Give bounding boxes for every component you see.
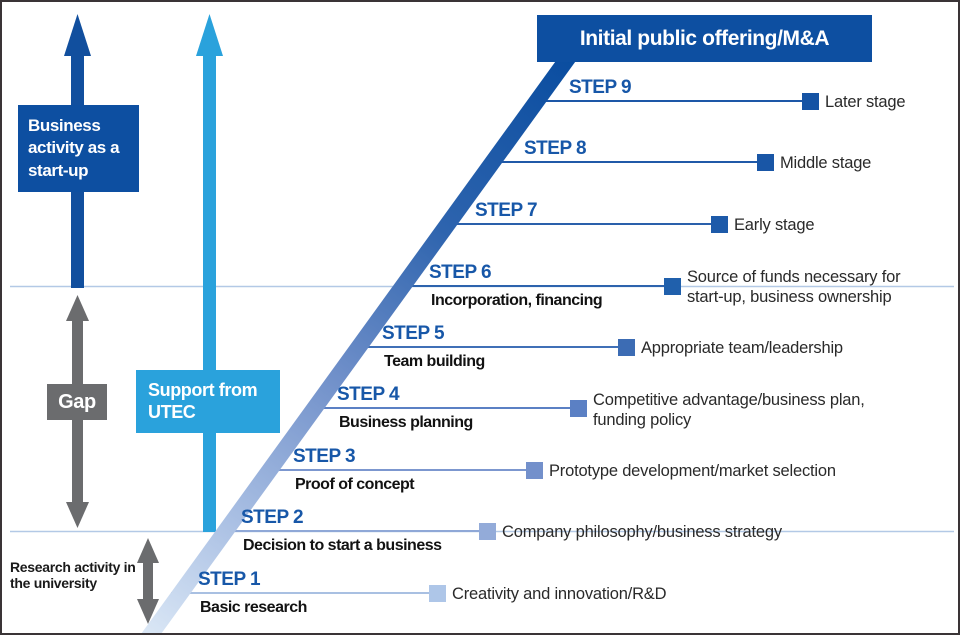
- step-2-square: [479, 523, 496, 540]
- step-1-label: STEP 1: [198, 569, 261, 590]
- step-9-description: Later stage: [825, 92, 906, 111]
- growth-diagonal-band: [141, 58, 578, 633]
- step-5-square: [618, 339, 635, 356]
- step-4-sublabel: Business planning: [339, 414, 473, 431]
- step-7-square: [711, 216, 728, 233]
- step-5-sublabel: Team building: [384, 353, 485, 370]
- step-1-square: [429, 585, 446, 602]
- step-3-square: [526, 462, 543, 479]
- step-7-label: STEP 7: [475, 200, 538, 221]
- step-1-description: Creativity and innovation/R&D: [452, 584, 667, 603]
- step-5-description: Appropriate team/leadership: [641, 338, 843, 357]
- step-5-label: STEP 5: [382, 323, 445, 344]
- step-8-description: Middle stage: [780, 153, 872, 172]
- utec-support-arrow-icon: [196, 14, 223, 532]
- step-6-label: STEP 6: [429, 262, 492, 283]
- research-activity-label: Research activity in the university: [10, 559, 136, 592]
- step-6-square: [664, 278, 681, 295]
- step-1-sublabel: Basic research: [200, 599, 307, 616]
- ipo-banner: Initial public offering/M&A: [537, 15, 872, 62]
- step-6-sublabel: Incorporation, financing: [431, 292, 603, 309]
- step-2-label: STEP 2: [241, 507, 304, 528]
- step-2-description: Company philosophy/business strategy: [502, 522, 782, 541]
- step-4-description: Competitive advantage/business plan, fun…: [593, 390, 865, 429]
- research-double-arrow-icon: [137, 538, 159, 624]
- step-8-square: [757, 154, 774, 171]
- step-4-square: [570, 400, 587, 417]
- step-4-label: STEP 4: [337, 384, 400, 405]
- step-7-description: Early stage: [734, 215, 815, 234]
- step-8-label: STEP 8: [524, 138, 587, 159]
- business-activity-box: Business activity as a start-up: [18, 105, 139, 192]
- step-3-description: Prototype development/market selection: [549, 461, 836, 480]
- step-3-label: STEP 3: [293, 446, 356, 467]
- gap-box: Gap: [47, 384, 107, 420]
- step-3-sublabel: Proof of concept: [295, 476, 415, 493]
- step-6-description: Source of funds necessary for start-up, …: [687, 267, 901, 306]
- step-9-square: [802, 93, 819, 110]
- step-9-label: STEP 9: [569, 77, 632, 98]
- step-2-sublabel: Decision to start a business: [243, 537, 442, 554]
- utec-support-box: Support from UTEC: [136, 370, 280, 433]
